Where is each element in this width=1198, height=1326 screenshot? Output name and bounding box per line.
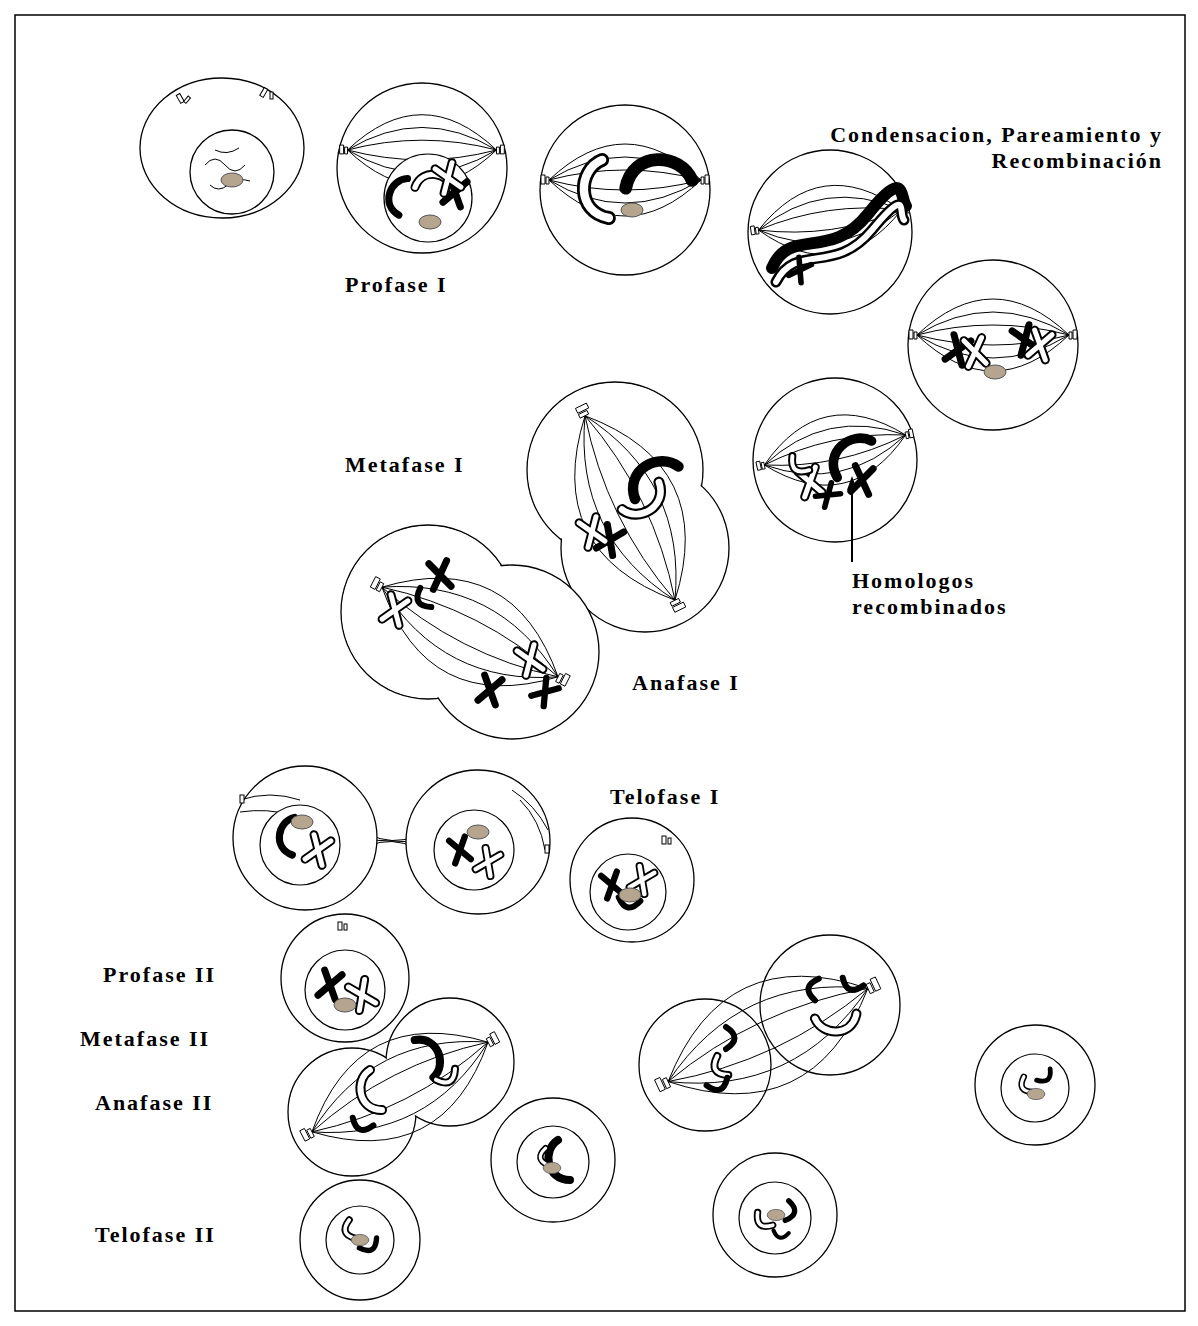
phase-label-box: Metafase II	[80, 1026, 270, 1052]
phase-label: Profase II	[103, 962, 273, 988]
phase-label-box: Telofase I	[610, 784, 830, 810]
phase-label: Metafase I	[345, 452, 565, 478]
phase-label-box: Condensacion, Pareamiento y Recombinació…	[713, 122, 1163, 174]
phase-label: Condensacion, Pareamiento y Recombinació…	[713, 122, 1163, 174]
phase-label-box: Profase I	[345, 272, 565, 298]
phase-label-box: Telofase II	[95, 1222, 285, 1248]
phase-label-box: Anafase I	[632, 670, 852, 696]
phase-label-box: Metafase I	[345, 452, 565, 478]
phase-label: Telofase II	[95, 1222, 285, 1248]
phase-label: Telofase I	[610, 784, 830, 810]
phase-label-box: Homologos recombinados	[852, 568, 1082, 620]
phase-label: Homologos recombinados	[852, 568, 1082, 620]
phase-label: Metafase II	[80, 1026, 270, 1052]
phase-label: Anafase I	[632, 670, 852, 696]
phase-label: Profase I	[345, 272, 565, 298]
phase-label-box: Anafase II	[95, 1090, 270, 1116]
phase-label: Anafase II	[95, 1090, 270, 1116]
phase-label-box: Profase II	[103, 962, 273, 988]
